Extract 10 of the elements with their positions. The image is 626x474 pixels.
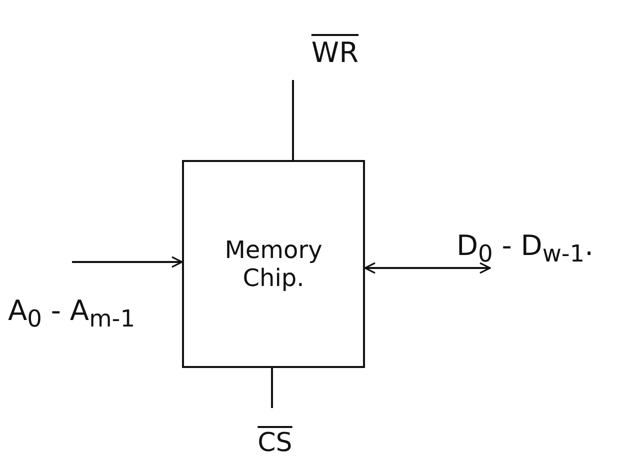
chip-label: Memory Chip.	[224, 236, 324, 292]
signal-label: WR	[311, 36, 359, 69]
signal-line	[292, 80, 294, 160]
bus-label: A$_{0}$ - A$_{m-1}$	[8, 294, 136, 333]
signal-line	[271, 368, 273, 408]
signal-label: CS	[258, 428, 292, 458]
arrow	[72, 256, 183, 268]
memory-chip-box	[182, 160, 365, 368]
bus-label: D$_{0}$ - D$_{w-1}$.	[456, 229, 594, 268]
arrow	[364, 262, 491, 274]
